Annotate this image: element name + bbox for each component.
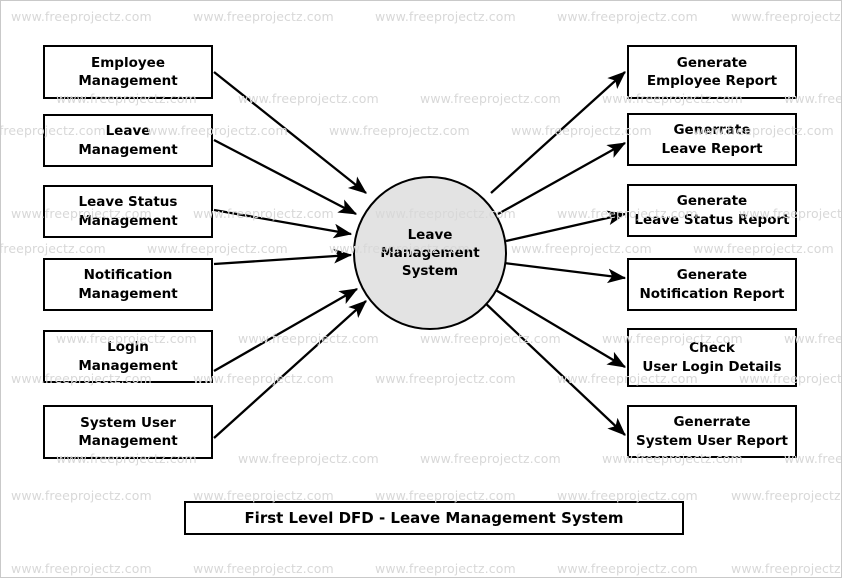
entity-system-user-management-label: System User Management: [78, 414, 178, 449]
central-process-leave-management-system[interactable]: Leave Management System: [353, 176, 507, 330]
entity-generate-system-user-report-label: Generrate System User Report: [635, 414, 789, 449]
entity-employee-management-label: Employee Management: [78, 54, 178, 89]
flow-process-to-generate-employee-report: [490, 71, 626, 194]
entity-generate-notification-report[interactable]: Generate Notification Report: [627, 258, 797, 311]
entity-leave-management-label: Leave Management: [78, 123, 178, 158]
entity-login-management-label: Login Management: [78, 339, 178, 374]
entity-generate-system-user-report[interactable]: Generrate System User Report: [627, 405, 797, 458]
flow-process-to-check-user-login-details: [493, 288, 626, 368]
entity-leave-management[interactable]: Leave Management: [43, 114, 213, 167]
entity-leave-status-management[interactable]: Leave Status Management: [43, 185, 213, 238]
flow-leave-management-to-process: [213, 138, 358, 216]
flow-process-to-generate-notification-report: [503, 261, 627, 284]
flow-leave-status-management-to-process: [213, 208, 353, 239]
entity-leave-status-management-label: Leave Status Management: [78, 194, 178, 229]
entity-check-user-login-details-label: Check User Login Details: [642, 340, 782, 375]
flow-process-to-generate-leave-status-report: [505, 210, 627, 243]
entity-login-management[interactable]: Login Management: [43, 330, 213, 383]
entity-generate-employee-report[interactable]: Generate Employee Report: [627, 45, 797, 99]
entity-system-user-management[interactable]: System User Management: [43, 405, 213, 459]
flow-login-management-to-process: [213, 288, 358, 372]
flow-system-user-management-to-process: [213, 300, 367, 439]
entity-generate-leave-report-label: Generrate Leave Report: [661, 122, 763, 157]
flow-notification-management-to-process: [213, 248, 353, 266]
entity-notification-management-label: Notification Management: [78, 267, 178, 302]
diagram-caption-box: First Level DFD - Leave Management Syste…: [184, 501, 684, 535]
diagram-caption-label: First Level DFD - Leave Management Syste…: [244, 509, 624, 527]
central-process-label: Leave Management System: [380, 226, 480, 280]
flow-process-to-generate-leave-report: [497, 141, 627, 216]
entity-notification-management[interactable]: Notification Management: [43, 258, 213, 311]
flow-process-to-generate-system-user-report: [482, 300, 626, 436]
entity-generate-leave-status-report[interactable]: Generate Leave Status Report: [627, 184, 797, 237]
entity-generate-leave-report[interactable]: Generrate Leave Report: [627, 113, 797, 166]
entity-employee-management[interactable]: Employee Management: [43, 45, 213, 99]
entity-check-user-login-details[interactable]: Check User Login Details: [627, 328, 797, 387]
entity-generate-leave-status-report-label: Generate Leave Status Report: [634, 193, 790, 228]
entity-generate-notification-report-label: Generate Notification Report: [639, 267, 785, 302]
flow-employee-management-to-process: [213, 71, 367, 194]
entity-generate-employee-report-label: Generate Employee Report: [646, 54, 778, 89]
